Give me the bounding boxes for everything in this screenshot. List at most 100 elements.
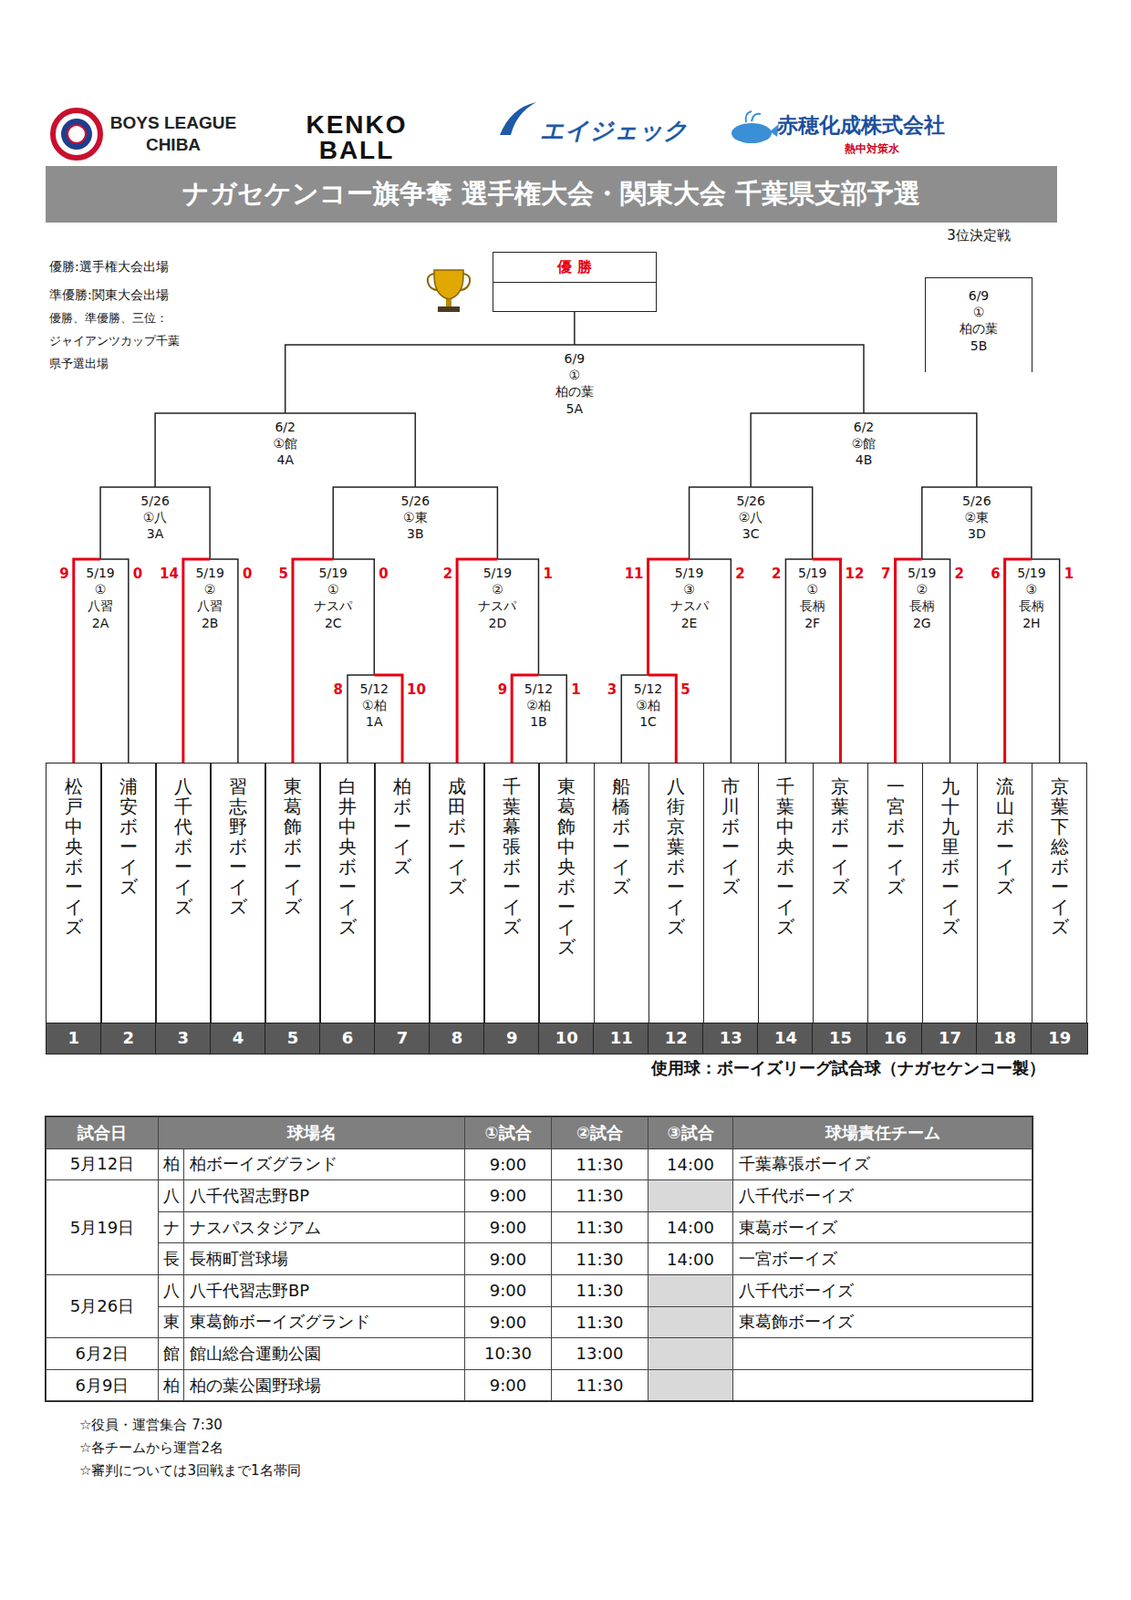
match-label: 6/9①柏の葉5A xyxy=(289,344,861,417)
table-cell: 11:30 xyxy=(550,1242,649,1276)
match-label: 6/2①館4A xyxy=(158,413,412,469)
table-cell: 館山総合運動公園 xyxy=(183,1337,466,1370)
match-info: 5/12 xyxy=(514,680,562,697)
team-number: 11 xyxy=(592,1022,651,1055)
score: 12 xyxy=(844,565,864,582)
bracket-line xyxy=(574,344,864,414)
match-info: 5/26 xyxy=(103,492,207,509)
score: 8 xyxy=(333,681,343,698)
match-info: 長柄 xyxy=(1007,597,1056,614)
team-number: 14 xyxy=(757,1022,815,1055)
team-name: 八街京葉ボーイズ xyxy=(666,776,685,1023)
champion-heading: 優 勝 xyxy=(493,252,656,283)
team-box: 白井中央ボーイズ6 xyxy=(319,762,376,1024)
match-info: 2F xyxy=(788,614,837,632)
trophy-icon xyxy=(427,269,470,312)
score: 9 xyxy=(498,681,508,698)
trophy-stem xyxy=(446,299,452,307)
table-cell: ナ xyxy=(157,1211,185,1245)
team-number: 15 xyxy=(811,1022,870,1055)
table-cell: 11:30 xyxy=(550,1211,649,1245)
note-text: 使用球：ボーイズリーグ試合球（ナガセケンコー製） xyxy=(651,1058,1046,1079)
table-cell: 11:30 xyxy=(550,1148,649,1182)
team-box: 柏ボーイズ7 xyxy=(373,762,431,1024)
team-name: 東葛飾中央ボーイズ xyxy=(557,776,576,1023)
table-header-cell: 球場名 xyxy=(157,1116,466,1150)
team-box: 一宮ボーイズ16 xyxy=(867,762,924,1024)
table-cell: 八千代ボーイズ xyxy=(732,1274,1033,1308)
match-label: 5/26①東3B xyxy=(336,487,494,543)
team-number: 18 xyxy=(975,1022,1034,1055)
match-label: 5/19②長柄2G xyxy=(898,559,946,632)
team-box: 浦安ボーイズ2 xyxy=(100,762,157,1024)
whale-spout xyxy=(746,111,761,123)
match-info: ① xyxy=(788,581,837,598)
score: 1 xyxy=(570,681,581,698)
empty-cell xyxy=(732,1337,1033,1370)
team-name: 浦安ボーイズ xyxy=(119,776,138,1023)
match-info: 2H xyxy=(1007,614,1056,632)
match-info: 5/26 xyxy=(336,492,494,509)
team-name: 白井中央ボーイズ xyxy=(338,776,357,1023)
match-info: 2D xyxy=(459,614,535,632)
score: 14 xyxy=(159,565,179,582)
match-info: 3A xyxy=(103,525,207,542)
match-info: ③柏 xyxy=(624,696,673,714)
match-info: ナスパ xyxy=(295,597,371,614)
match-label: 5/19③長柄2H xyxy=(1007,559,1056,632)
note-text: ジャイアンツカップ千葉 xyxy=(49,333,180,349)
team-box: 東葛飾ボーイズ5 xyxy=(264,762,322,1024)
match-info: 5/19 xyxy=(186,564,234,582)
match-info: 4B xyxy=(754,451,974,468)
table-cell: 6月2日 xyxy=(45,1337,159,1370)
team-number: 10 xyxy=(538,1022,596,1055)
match-info: ②東 xyxy=(925,508,1028,526)
bracket-line xyxy=(750,413,864,488)
table-cell: 柏の葉公園野球場 xyxy=(183,1369,466,1402)
match-info: ナスパ xyxy=(652,597,727,614)
team-name: 流山ボーイズ xyxy=(996,776,1015,1023)
match-info: ②柏 xyxy=(514,696,562,714)
table-cell: 八千代習志野BP xyxy=(183,1179,466,1213)
team-number: 7 xyxy=(373,1022,432,1055)
empty-cell xyxy=(647,1369,734,1402)
match-info: ② xyxy=(459,581,535,598)
match-info: 3B xyxy=(336,525,494,542)
team-number: 4 xyxy=(209,1022,268,1055)
team-box: 習志野ボーイズ4 xyxy=(209,762,267,1024)
score: 0 xyxy=(378,565,388,582)
score: 2 xyxy=(954,565,965,582)
table-header-cell: ②試合 xyxy=(550,1116,649,1150)
match-info: 1B xyxy=(514,713,562,730)
table-cell: 14:00 xyxy=(647,1211,734,1245)
team-name: 柏ボーイズ xyxy=(393,776,412,1023)
note-text: 優勝:選手権大会出場 xyxy=(49,259,169,275)
table-cell: 長柄町営球場 xyxy=(183,1242,466,1276)
match-info: ③ xyxy=(652,581,727,598)
match-label: 5/26②東3D xyxy=(925,487,1028,543)
table-cell: 6月9日 xyxy=(45,1369,159,1402)
match-info: 2E xyxy=(652,614,727,632)
match-info: 柏の葉 xyxy=(925,320,1032,337)
team-name: 千葉幕張ボーイズ xyxy=(502,776,521,1023)
team-number: 19 xyxy=(1030,1022,1089,1055)
team-name: 成田ボーイズ xyxy=(447,776,467,1023)
match-info: ①館 xyxy=(158,435,412,452)
ako-kasei-icon xyxy=(731,111,779,144)
match-info: 八習 xyxy=(186,597,234,614)
bracket-line xyxy=(155,413,286,488)
table-cell: 9:00 xyxy=(464,1306,552,1339)
match-info: 6/9 xyxy=(925,287,1032,304)
match-info: 1A xyxy=(350,713,398,730)
score: 9 xyxy=(59,565,69,582)
trophy-cup xyxy=(434,269,464,300)
match-info: 5/19 xyxy=(1007,564,1056,582)
table-cell: 10:30 xyxy=(464,1337,552,1370)
match-info: ①東 xyxy=(336,508,494,526)
logo-text: 熱中対策水 xyxy=(844,142,900,156)
match-label: 5/19②ナスパ2D xyxy=(459,559,535,632)
match-label: 5/12②柏1B xyxy=(514,674,562,731)
table-cell: 柏ボーイズグランド xyxy=(183,1148,466,1182)
match-info: 6/2 xyxy=(754,418,974,436)
match-info: 6/2 xyxy=(158,418,412,436)
